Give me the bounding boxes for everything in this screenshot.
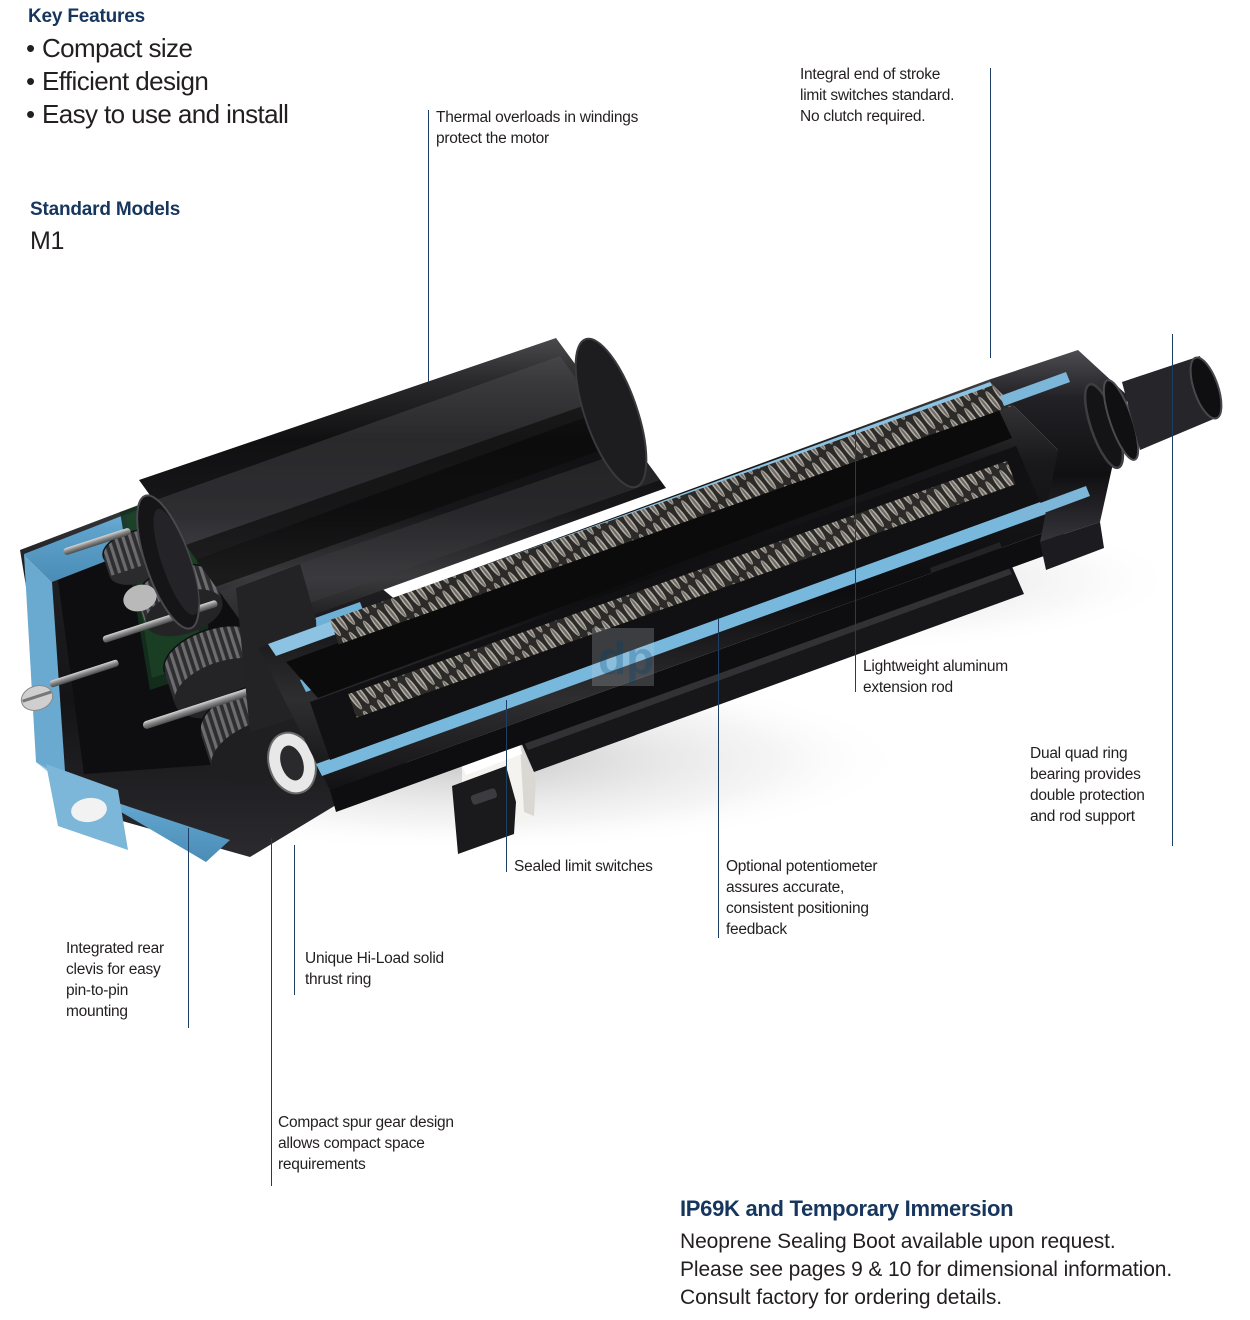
callout-dual-quad-ring: Dual quad ring bearing provides double p… bbox=[1030, 743, 1145, 827]
leader-line-optional-potentiometer bbox=[718, 618, 719, 938]
callout-line: double protection bbox=[1030, 787, 1145, 804]
callout-line: Integrated rear bbox=[66, 940, 164, 957]
callout-line: Sealed limit switches bbox=[514, 858, 653, 875]
standard-models-heading: Standard Models bbox=[30, 199, 181, 220]
leader-line-spur-gear-design bbox=[271, 838, 272, 1186]
rod-end-nose bbox=[988, 350, 1223, 570]
lead-screw bbox=[330, 379, 1018, 719]
callout-line: clevis for easy bbox=[66, 961, 161, 978]
immersion-heading: IP69K and Temporary Immersion bbox=[680, 1196, 1014, 1221]
thrust-ring bbox=[267, 731, 317, 795]
callout-line: Optional potentiometer bbox=[726, 858, 878, 875]
leader-line-sealed-limit-switches bbox=[506, 700, 507, 872]
key-features-item-2: •Easy to use and install bbox=[26, 99, 289, 129]
actuator-body bbox=[258, 379, 1066, 854]
callout-thrust-ring: Unique Hi-Load solid thrust ring bbox=[305, 948, 444, 990]
housing-screws bbox=[20, 584, 157, 711]
callout-line: limit switches standard. bbox=[800, 87, 955, 104]
callout-line: Lightweight aluminum bbox=[863, 658, 1008, 675]
callout-line: Compact spur gear design bbox=[278, 1114, 454, 1131]
callout-line: protect the motor bbox=[436, 130, 549, 147]
key-features-heading: Key Features bbox=[28, 6, 145, 27]
limit-switch-block bbox=[452, 766, 516, 854]
callout-line: mounting bbox=[66, 1003, 128, 1020]
callout-line: Dual quad ring bbox=[1030, 745, 1128, 762]
leader-line-extension-rod bbox=[855, 430, 856, 692]
callout-limit-switches-standard: Integral end of stroke limit switches st… bbox=[800, 64, 954, 127]
key-features-list: •Compact size •Efficient design •Easy to… bbox=[26, 32, 406, 131]
callout-thermal-overloads: Thermal overloads in windings protect th… bbox=[436, 107, 638, 149]
standard-models-value: M1 bbox=[30, 227, 65, 255]
motor-can bbox=[136, 337, 666, 732]
leader-line-thrust-ring bbox=[294, 845, 295, 995]
callout-line: assures accurate, bbox=[726, 879, 845, 896]
callout-line: feedback bbox=[726, 921, 787, 938]
callout-line: allows compact space bbox=[278, 1135, 425, 1152]
key-features-item-0: •Compact size bbox=[26, 33, 193, 63]
callout-line: No clutch required. bbox=[800, 108, 926, 125]
product-cutaway-illustration: dp bbox=[0, 150, 1250, 910]
actuator-assembly bbox=[20, 337, 1223, 862]
callout-extension-rod: Lightweight aluminum extension rod bbox=[863, 656, 1008, 698]
immersion-body: Neoprene Sealing Boot available upon req… bbox=[680, 1228, 1172, 1312]
callout-line: Integral end of stroke bbox=[800, 66, 941, 83]
callout-integrated-rear-clevis: Integrated rear clevis for easy pin-to-p… bbox=[66, 938, 164, 1022]
callout-line: bearing provides bbox=[1030, 766, 1141, 783]
callout-line: Unique Hi-Load solid bbox=[305, 950, 444, 967]
leader-line-limit-switches bbox=[990, 68, 991, 358]
immersion-line: Consult factory for ordering details. bbox=[680, 1286, 1002, 1309]
callout-line: requirements bbox=[278, 1156, 366, 1173]
immersion-line: Please see pages 9 & 10 for dimensional … bbox=[680, 1258, 1173, 1281]
callout-optional-potentiometer: Optional potentiometer assures accurate,… bbox=[726, 856, 878, 940]
svg-text:dp: dp bbox=[598, 632, 654, 684]
watermark-logo: dp bbox=[592, 628, 654, 686]
leader-line-thermal-overloads bbox=[428, 110, 429, 382]
callout-sealed-limit-switches: Sealed limit switches bbox=[514, 856, 653, 877]
callout-spur-gear-design: Compact spur gear design allows compact … bbox=[278, 1112, 454, 1175]
callout-line: and rod support bbox=[1030, 808, 1135, 825]
leader-line-integrated-rear-clevis bbox=[188, 828, 189, 1028]
callout-line: thrust ring bbox=[305, 971, 372, 988]
callout-line: extension rod bbox=[863, 679, 953, 696]
key-features-item-1: •Efficient design bbox=[26, 66, 209, 96]
callout-line: Thermal overloads in windings bbox=[436, 109, 639, 126]
leader-line-dual-quad-ring bbox=[1172, 334, 1173, 846]
callout-line: pin-to-pin bbox=[66, 982, 129, 999]
callout-line: consistent positioning bbox=[726, 900, 869, 917]
immersion-line: Neoprene Sealing Boot available upon req… bbox=[680, 1230, 1116, 1253]
